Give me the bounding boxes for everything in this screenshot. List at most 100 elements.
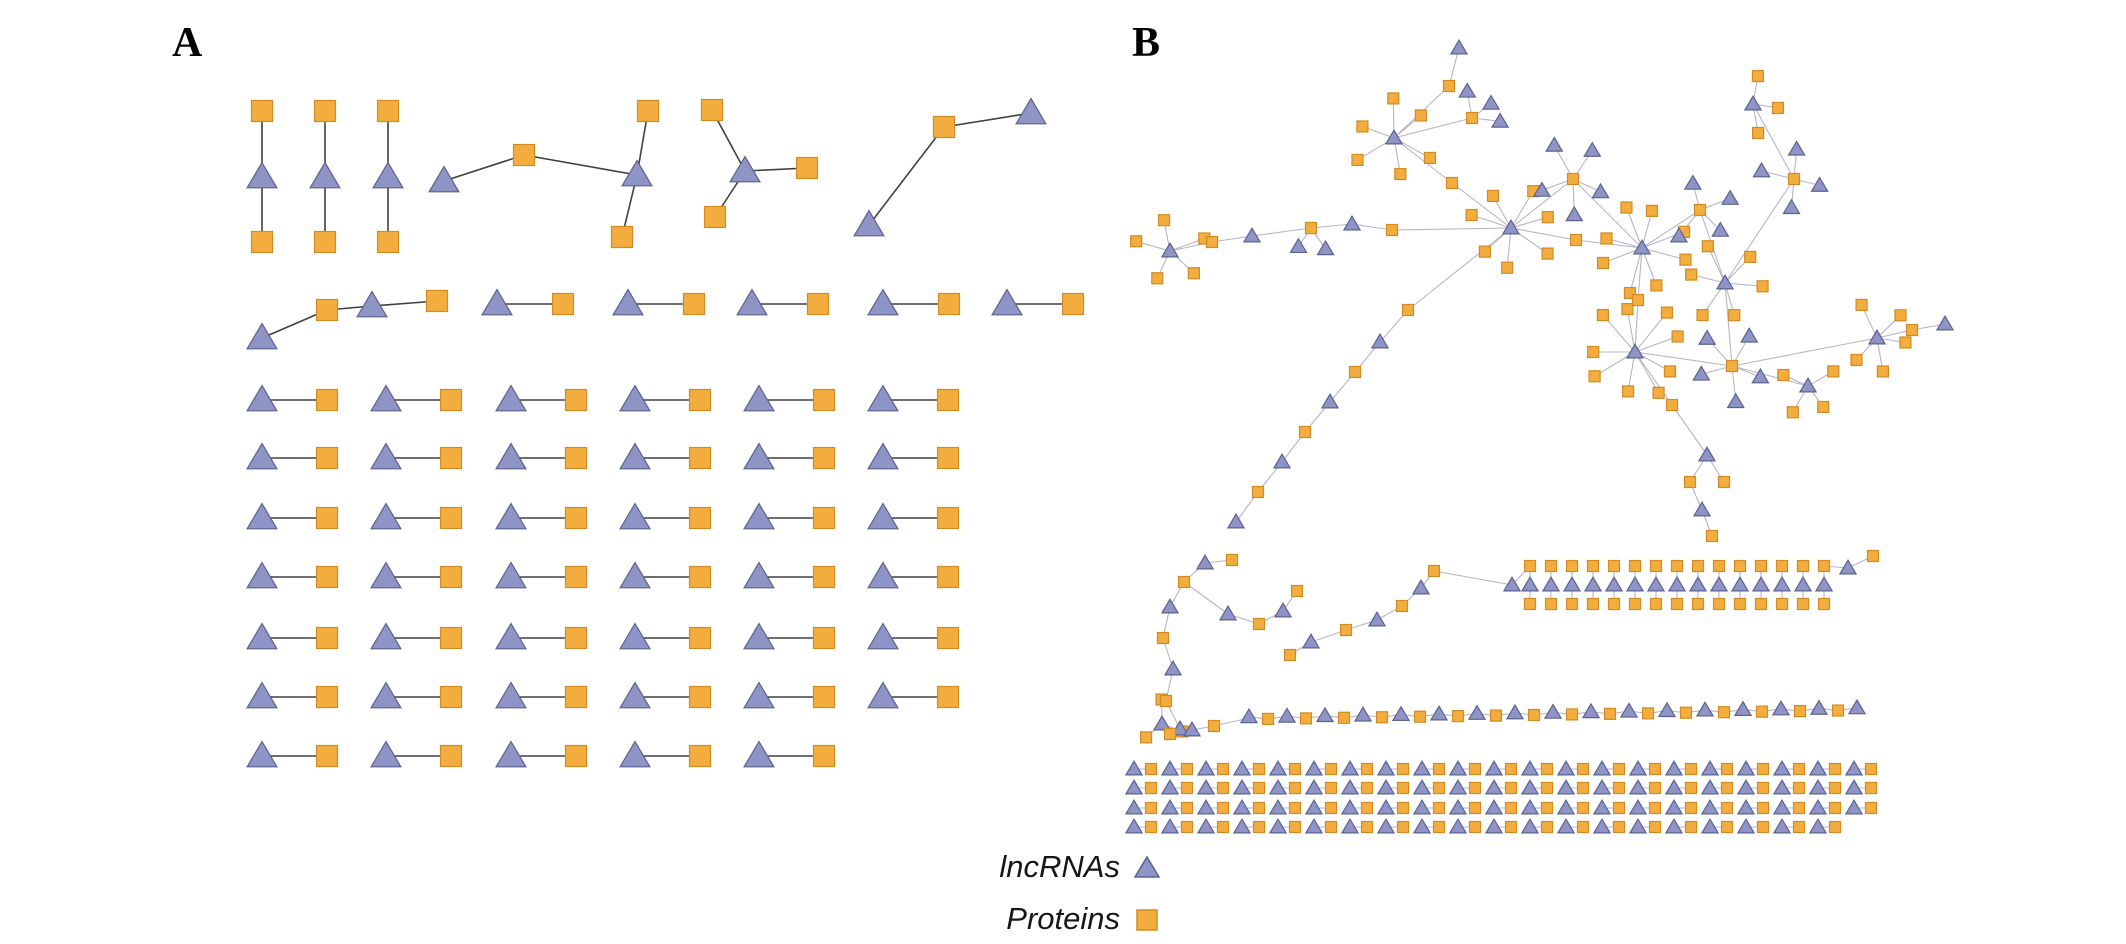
lncrna-node bbox=[1196, 799, 1216, 815]
lncrna-node bbox=[1808, 818, 1828, 834]
protein-node bbox=[1465, 111, 1479, 125]
protein-node bbox=[1177, 575, 1191, 589]
lncrna-node bbox=[1490, 112, 1510, 128]
lncrna-node bbox=[743, 384, 775, 412]
edge bbox=[868, 126, 945, 226]
protein-node bbox=[936, 626, 960, 650]
lncrna-node bbox=[1625, 576, 1645, 592]
lncrna-node bbox=[1772, 799, 1792, 815]
protein-node bbox=[1855, 298, 1868, 312]
protein-node bbox=[937, 292, 961, 316]
protein-node bbox=[1396, 762, 1410, 776]
protein-node bbox=[1144, 820, 1158, 834]
edge bbox=[1211, 235, 1253, 243]
protein-node bbox=[1648, 801, 1662, 815]
protein-node bbox=[1387, 92, 1400, 105]
protein-node bbox=[1337, 711, 1351, 724]
protein-node bbox=[795, 156, 819, 180]
protein-node bbox=[1544, 597, 1558, 611]
lncrna-node bbox=[1301, 633, 1321, 649]
protein-node bbox=[1628, 597, 1642, 611]
protein-node bbox=[1360, 762, 1374, 776]
lncrna-node bbox=[853, 209, 885, 237]
protein-node bbox=[1652, 386, 1665, 399]
edge bbox=[1506, 227, 1512, 268]
protein-node bbox=[1252, 781, 1266, 795]
protein-node bbox=[1751, 69, 1765, 83]
lncrna-node bbox=[495, 740, 527, 768]
protein-node bbox=[1288, 781, 1302, 795]
edge bbox=[943, 112, 1032, 128]
protein-node bbox=[1216, 762, 1230, 776]
protein-node bbox=[1180, 801, 1194, 815]
protein-node bbox=[1504, 820, 1518, 834]
protein-node bbox=[1157, 214, 1171, 227]
edge bbox=[1724, 178, 1795, 284]
protein-node bbox=[1576, 820, 1590, 834]
protein-node bbox=[1540, 781, 1554, 795]
protein-node bbox=[1596, 308, 1610, 322]
protein-node bbox=[1866, 549, 1880, 563]
lncrna-node bbox=[1721, 189, 1740, 205]
protein-node bbox=[1396, 820, 1410, 834]
protein-node bbox=[1728, 309, 1741, 322]
lncrna-node bbox=[1583, 576, 1603, 592]
edge bbox=[1637, 247, 1643, 301]
protein-node bbox=[1544, 559, 1558, 573]
lncrna-node bbox=[370, 681, 402, 709]
lncrna-node bbox=[1657, 701, 1677, 718]
lncrna-node bbox=[1700, 760, 1720, 776]
lncrna-node bbox=[1844, 779, 1864, 795]
protein-node bbox=[315, 388, 339, 412]
lncrna-node bbox=[1448, 779, 1468, 795]
lncrna-node bbox=[370, 561, 402, 589]
protein-node bbox=[1717, 475, 1731, 489]
lncrna-node bbox=[1733, 700, 1753, 716]
protein-node bbox=[1771, 101, 1785, 115]
lncrna-node bbox=[1772, 576, 1792, 592]
protein-node bbox=[1163, 727, 1177, 741]
edge bbox=[1451, 182, 1512, 229]
lncrna-node bbox=[1196, 760, 1216, 776]
protein-node bbox=[1541, 247, 1554, 260]
lncrna-node bbox=[1935, 315, 1955, 331]
protein-node bbox=[551, 292, 575, 316]
lncrna-node bbox=[619, 442, 651, 470]
lncrna-node bbox=[1412, 760, 1432, 776]
lncrna-node bbox=[246, 561, 278, 589]
lncrna-node bbox=[1700, 818, 1720, 834]
protein-node bbox=[1486, 189, 1500, 203]
protein-node bbox=[1432, 781, 1446, 795]
protein-node bbox=[1356, 120, 1369, 133]
lncrna-node bbox=[1315, 706, 1335, 723]
protein-node bbox=[812, 388, 836, 412]
protein-node bbox=[1691, 597, 1705, 611]
protein-node bbox=[1720, 781, 1734, 795]
protein-node bbox=[1712, 597, 1726, 611]
edge bbox=[1752, 103, 1795, 180]
panel-a-label: A bbox=[172, 20, 203, 66]
protein-node bbox=[1612, 820, 1626, 834]
lncrna-node bbox=[1844, 799, 1864, 815]
lncrna-node bbox=[1814, 576, 1834, 592]
lncrna-node bbox=[1160, 799, 1180, 815]
protein-node bbox=[688, 388, 712, 412]
lncrna-node bbox=[1664, 818, 1684, 834]
protein-node bbox=[1754, 597, 1768, 611]
lncrna-node bbox=[1667, 576, 1687, 592]
protein-node bbox=[1290, 584, 1304, 598]
edge bbox=[523, 154, 638, 176]
lncrna-triangle-icon bbox=[1134, 855, 1160, 878]
lncrna-node bbox=[1272, 453, 1292, 469]
lncrna-node bbox=[1646, 576, 1666, 592]
protein-node bbox=[1252, 762, 1266, 776]
protein-node bbox=[1304, 221, 1318, 235]
lncrna-node bbox=[1867, 329, 1887, 345]
protein-node bbox=[1621, 385, 1635, 398]
lncrna-node bbox=[495, 561, 527, 589]
protein-node bbox=[1527, 708, 1541, 722]
protein-node bbox=[932, 115, 956, 139]
protein-node bbox=[1720, 762, 1734, 776]
protein-node bbox=[1360, 801, 1374, 815]
